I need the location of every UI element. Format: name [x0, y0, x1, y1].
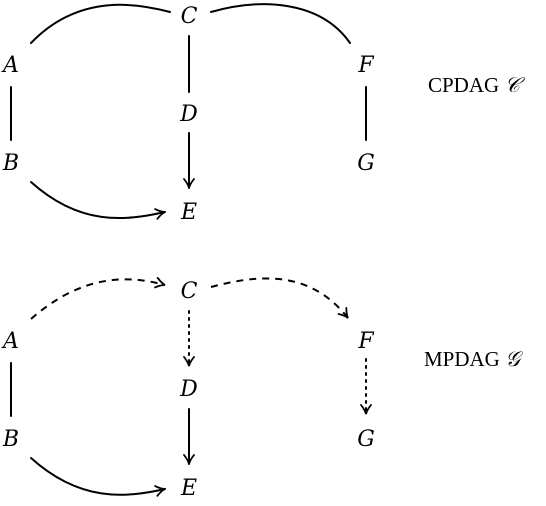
edge-a-c — [30, 3, 171, 44]
edge-c-f — [210, 3, 351, 44]
node-d: D — [179, 102, 198, 127]
node-c: C — [181, 279, 198, 304]
edge-a-c — [30, 276, 166, 320]
node-b: B — [2, 427, 19, 452]
node-c: C — [181, 4, 198, 29]
cpdag-title-text: CPDAG — [428, 73, 504, 97]
mpdag-graph: A B C D E F G MPDAG 𝒢 — [1, 276, 523, 501]
node-e: E — [180, 200, 197, 225]
node-g: G — [357, 151, 375, 176]
node-e: E — [180, 476, 197, 501]
mpdag-title-text: MPDAG — [424, 347, 505, 371]
mpdag-title: MPDAG 𝒢 — [424, 347, 523, 371]
node-b: B — [2, 151, 19, 176]
node-g: G — [357, 427, 375, 452]
edge-b-e — [30, 457, 166, 497]
node-a: A — [1, 53, 19, 78]
edge-c-f — [210, 277, 349, 319]
cpdag-nodes: A B C D E F G — [1, 4, 375, 225]
cpdag-graph: A B C D E F G CPDAG 𝒞 — [1, 3, 525, 225]
edge-b-e — [30, 181, 166, 220]
mpdag-edges — [10, 276, 372, 497]
node-d: D — [179, 377, 198, 402]
cpdag-title: CPDAG 𝒞 — [428, 73, 525, 97]
mpdag-nodes: A B C D E F G — [1, 279, 375, 501]
mpdag-title-symbol: 𝒢 — [505, 347, 523, 371]
node-f: F — [357, 329, 374, 354]
node-a: A — [1, 329, 19, 354]
node-f: F — [357, 53, 374, 78]
cpdag-title-symbol: 𝒞 — [504, 73, 525, 97]
cpdag-edges — [10, 3, 367, 220]
